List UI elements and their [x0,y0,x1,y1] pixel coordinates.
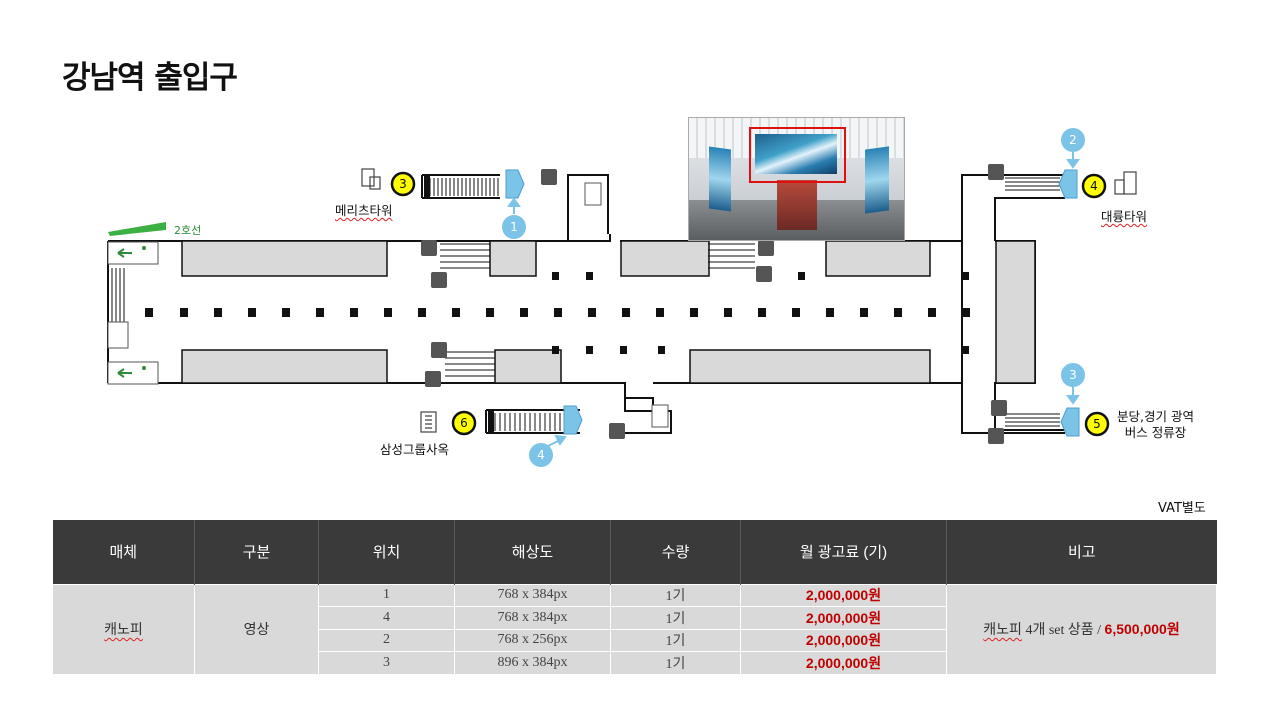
elevator-icons [107,182,669,428]
media-cell: 캐노피 [52,583,195,675]
category-cell: 영상 [194,583,319,675]
table-row: 2 768 x 256px 1기 2,000,000원 [53,628,1217,652]
bus-stop-line2: 버스 정류장 [1124,425,1187,440]
fee-cell: 2,000,000원 [740,651,947,675]
header-position: 위치 [318,520,455,584]
exit-badge-4 [1081,173,1107,199]
position-cell: 4 [318,606,455,630]
gate-block [424,176,430,197]
marker-pointers [507,150,1080,447]
screen-marker-1-label: 1 [510,220,518,234]
note-price: 6,500,000원 [1104,621,1180,637]
header-monthly-fee: 월 광고료 (기) [740,520,947,584]
columns [145,272,970,354]
resolution-cell: 768 x 256px [454,628,611,652]
page-title: 강남역 출입구 [62,60,238,96]
media-value: 캐노피 [104,621,143,637]
exit-signs [107,241,159,385]
exit-badge-6 [451,410,477,436]
table-row: 3 896 x 384px 1기 2,000,000원 [53,651,1217,675]
exit-badge-3-label: 3 [399,177,407,191]
meritz-tower-label: 메리츠타워 [335,203,393,218]
resolution-cell: 896 x 384px [454,651,611,675]
building-icon [1123,171,1137,195]
concourse-outline [107,174,1065,434]
header-media: 매체 [52,520,195,584]
samsung-building-label: 삼성그룹사옥 [380,442,450,457]
fee-cell: 2,000,000원 [740,606,947,630]
exit-badge-4-label: 4 [1090,179,1098,193]
position-cell: 3 [318,651,455,675]
exit-badges [390,171,1110,437]
daeryung-tower-label: 대륭타워 [1101,209,1148,224]
header-note: 비고 [946,520,1217,584]
table-row: 4 768 x 384px 1기 2,000,000원 [53,606,1217,630]
line2-label: 2호선 [174,224,202,237]
stairs [111,177,1060,431]
platform-blocks [181,240,1036,384]
highlight-frame [749,127,846,183]
table-row: 캐노피 영상 1 768 x 384px 1기 2,000,000원 캐노피 4… [52,583,1217,675]
exit-badge-5-label: 5 [1093,417,1101,431]
building-icon [420,411,437,433]
screen-marker-2-label: 2 [1069,133,1077,147]
fee-cell: 2,000,000원 [740,583,947,607]
building-icons [361,168,1137,433]
building-icon [1114,179,1125,195]
screen-marker-3 [1061,363,1085,387]
screen-marker-1 [502,215,526,239]
resolution-cell: 768 x 384px [454,606,611,630]
resolution-cell: 768 x 384px [454,583,611,607]
quantity-cell: 1기 [610,583,741,607]
gate-block [488,411,494,432]
canopy-screens [505,169,1080,437]
quantity-cell: 1기 [610,651,741,675]
building-icon [369,176,381,190]
vat-note: VAT별도 [1158,501,1206,516]
exit-badge-3 [390,171,416,197]
screen-marker-3-label: 3 [1069,368,1077,382]
screen-marker-circles [502,128,1085,467]
fee-cell: 2,000,000원 [740,628,947,652]
screen-marker-4-label: 4 [537,448,545,462]
header-category: 구분 [194,520,319,584]
position-cell: 2 [318,628,455,652]
table-header-row: 매체 구분 위치 해상도 수량 월 광고료 (기) 비고 [52,520,1217,584]
header-resolution: 해상도 [454,520,611,584]
screen-marker-2 [1061,128,1085,152]
bus-stop-line1: 분당,경기 광역 [1117,409,1194,424]
canopy-screen-photo [688,117,905,241]
pricing-table: 매체 구분 위치 해상도 수량 월 광고료 (기) 비고 캐노피 영상 1 76… [52,520,1217,675]
bus-stop-label: 분당,경기 광역 버스 정류장 [1117,409,1194,441]
line2-arrow [108,222,166,236]
header-quantity: 수량 [610,520,741,584]
position-cell: 1 [318,583,455,607]
quantity-cell: 1기 [610,606,741,630]
escalator-icons [421,164,1007,444]
exit-badge-5 [1084,411,1110,437]
screen-marker-4 [529,443,553,467]
quantity-cell: 1기 [610,628,741,652]
note-media: 캐노피 [983,621,1022,637]
note-cell: 캐노피 4개 set 상품 / 6,500,000원 [946,583,1217,675]
note-text: 4개 set 상품 / [1021,623,1105,638]
exit-badge-6-label: 6 [460,416,468,430]
